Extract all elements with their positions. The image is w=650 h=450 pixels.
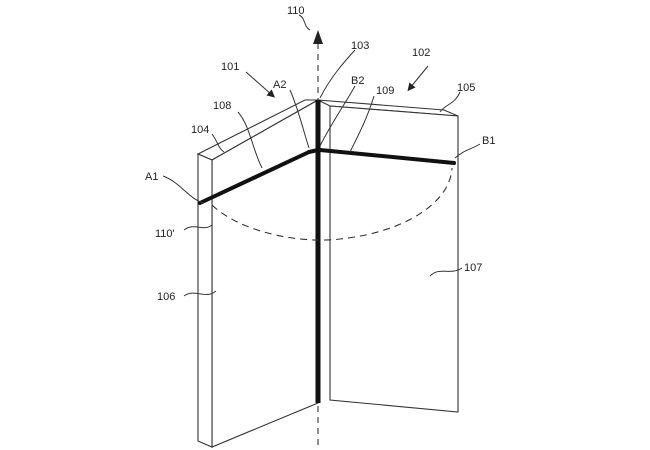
leader-102 — [407, 65, 429, 92]
label-110: 110 — [287, 5, 305, 17]
label-b1: B1 — [482, 135, 495, 147]
leader-a1 — [162, 175, 205, 204]
leader-110-prime — [183, 224, 213, 231]
line-108 — [198, 150, 311, 205]
dashed-arc — [211, 167, 453, 241]
hinge-connector — [307, 148, 320, 154]
label-109: 109 — [376, 85, 394, 97]
label-110-prime: 110' — [155, 228, 175, 240]
label-a1: A1 — [145, 171, 158, 183]
leader-110 — [298, 14, 311, 31]
leader-b2 — [319, 85, 356, 147]
leader-101 — [245, 71, 275, 98]
leader-107 — [429, 267, 463, 277]
label-107: 107 — [464, 262, 482, 274]
label-b2: B2 — [351, 75, 364, 87]
leader-a2 — [289, 89, 310, 149]
leader-104 — [211, 133, 225, 153]
leader-b1 — [454, 143, 481, 159]
leader-103 — [319, 49, 356, 99]
label-106: 106 — [157, 291, 175, 303]
left-panel-front-face — [211, 99, 319, 448]
leader-105 — [439, 91, 461, 113]
leader-109 — [349, 95, 375, 153]
leader-108 — [237, 111, 263, 169]
label-103: 103 — [351, 40, 369, 52]
label-108: 108 — [213, 100, 231, 112]
axis-arrow — [313, 30, 323, 44]
line-109 — [318, 148, 456, 165]
label-102: 102 — [412, 47, 430, 59]
label-101: 101 — [221, 61, 239, 73]
label-105: 105 — [457, 82, 475, 94]
right-panel-front-face — [329, 105, 459, 413]
label-104: 104 — [191, 124, 209, 136]
label-a2: A2 — [273, 79, 286, 91]
leader-106 — [183, 290, 217, 297]
